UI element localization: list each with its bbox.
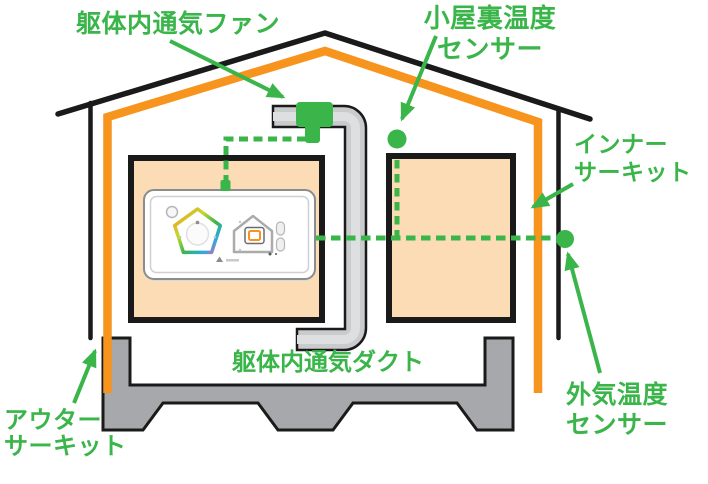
panel-body bbox=[143, 189, 316, 280]
attic-sensor-label-line1: 小屋裏温度 bbox=[423, 4, 557, 34]
attic-temperature-sensor-dot bbox=[387, 129, 407, 149]
panel-mark bbox=[268, 252, 272, 256]
dial-tick bbox=[213, 235, 217, 239]
panel-pill-button bbox=[275, 237, 286, 252]
inner-circuit-label-line2: サーキット bbox=[574, 160, 692, 186]
attic-sensor-label: 小屋裏温度 センサー bbox=[404, 4, 576, 66]
attic-sensor-label-arrow bbox=[400, 35, 438, 122]
fan-label-arrow bbox=[169, 39, 286, 99]
panel-pill-button bbox=[275, 221, 286, 236]
outdoor-sensor-label-line2: センサー bbox=[566, 410, 669, 439]
fan-to-panel-dashed-wire bbox=[223, 136, 306, 185]
roof-line bbox=[55, 30, 593, 122]
panel-inner-frame bbox=[149, 195, 310, 274]
panel-small-button bbox=[165, 205, 179, 219]
outdoor-sensor-label-line1: 外気温度 bbox=[566, 380, 669, 409]
orange-circuit-line bbox=[103, 46, 543, 393]
inner-circuit-label: インナー サーキット bbox=[574, 131, 692, 187]
fan-label: 躯体内通気ファン bbox=[76, 9, 281, 38]
attic-sensor-label-line2: センサー bbox=[436, 35, 543, 65]
duct-highlight bbox=[273, 112, 360, 344]
lcd-house-icon bbox=[248, 230, 261, 241]
foundation bbox=[101, 336, 515, 432]
dial-tick bbox=[178, 235, 182, 239]
panel-mark bbox=[238, 248, 242, 252]
outdoor-sensor-label-arrow bbox=[564, 251, 602, 374]
dial-knob bbox=[185, 222, 210, 246]
duct-label: 躯体内通気ダクト bbox=[232, 348, 424, 376]
panel-mark bbox=[275, 253, 277, 255]
outdoor-sensor-label: 外気温度 センサー bbox=[566, 380, 668, 440]
panel-lcd bbox=[244, 226, 265, 245]
outer-circuit-label: アウター サーキット bbox=[4, 407, 127, 459]
outer-circuit-label-line2: サーキット bbox=[4, 432, 127, 460]
outer-circuit-label-line1: アウター bbox=[4, 406, 102, 434]
panel-mark bbox=[238, 220, 242, 224]
panel-logo-wordmark bbox=[226, 259, 239, 262]
inner-circuit-label-arrow bbox=[530, 182, 574, 209]
fan-connector-stub bbox=[305, 124, 320, 143]
dial-mark bbox=[195, 220, 200, 225]
panel-logo-triangle bbox=[216, 256, 223, 262]
outdoor-temperature-sensor-dot bbox=[556, 230, 574, 248]
outer-circuit-label-arrow bbox=[72, 348, 97, 404]
inner-circuit-label-line1: インナー bbox=[574, 132, 668, 158]
control-panel bbox=[143, 189, 316, 281]
ventilation-fan-unit bbox=[296, 102, 333, 127]
